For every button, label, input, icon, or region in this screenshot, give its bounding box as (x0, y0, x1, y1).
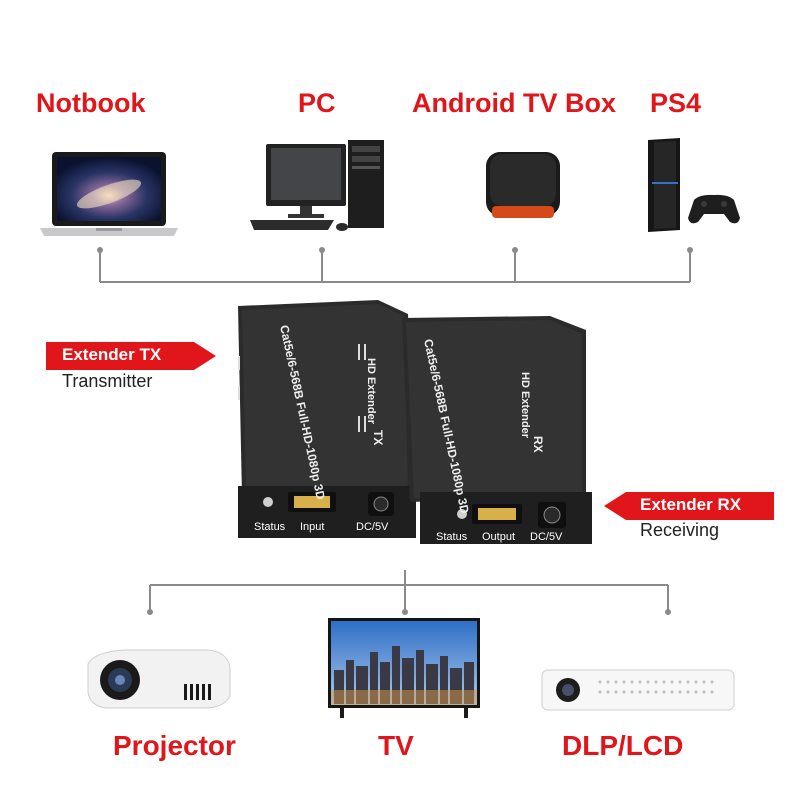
transmitter-input-label: Input (300, 521, 324, 533)
extender-tx-tag: Extender TX (46, 340, 218, 372)
transmitter-caption: Transmitter (62, 371, 153, 391)
source-label-pc: PC (298, 88, 336, 118)
transmitter-brand-text: HD Extender (365, 358, 377, 425)
transmitter-box: Cat5e/6-568B Full-HD-1080p 3D HD Extende… (238, 300, 416, 538)
desktop-pc-icon (250, 140, 384, 231)
destination-label-dlp-lcd: DLP/LCD (562, 730, 684, 761)
receiver-output-label: Output (482, 531, 515, 543)
transmitter-dc-label: DC/5V (356, 521, 389, 533)
tv-icon (328, 618, 480, 718)
tv-box-icon (486, 152, 560, 218)
laptop-icon (40, 152, 178, 236)
right-arrow-icon (46, 342, 216, 370)
destination-label-projector: Projector (113, 730, 236, 761)
extender-rx-label: Extender RX (640, 495, 742, 514)
extender-tx-label: Extender TX (62, 345, 162, 364)
receiver-box: Cat5e/6-568B Full-HD-1080p 3D HD Extende… (402, 316, 592, 544)
extender-rx-tag: Extender RX (604, 490, 776, 522)
ps4-console-icon (648, 138, 740, 232)
transmitter-mode-text: TX (371, 430, 385, 445)
receiver-dc-label: DC/5V (530, 531, 563, 543)
projector-icon (87, 649, 231, 709)
receiver-status-label: Status (436, 531, 468, 543)
dlp-projector-icon (541, 669, 735, 711)
destination-label-tv: TV (378, 730, 414, 761)
source-label-ps4: PS4 (650, 88, 702, 118)
receiver-brand-text: HD Extender (519, 372, 531, 439)
receiver-mode-text: RX (531, 436, 545, 453)
source-label-android-tv-box: Android TV Box (412, 88, 616, 118)
left-arrow-icon (604, 492, 774, 520)
transmitter-status-label: Status (254, 521, 286, 533)
source-label-notbook: Notbook (36, 88, 146, 118)
receiver-caption: Receiving (640, 520, 720, 540)
